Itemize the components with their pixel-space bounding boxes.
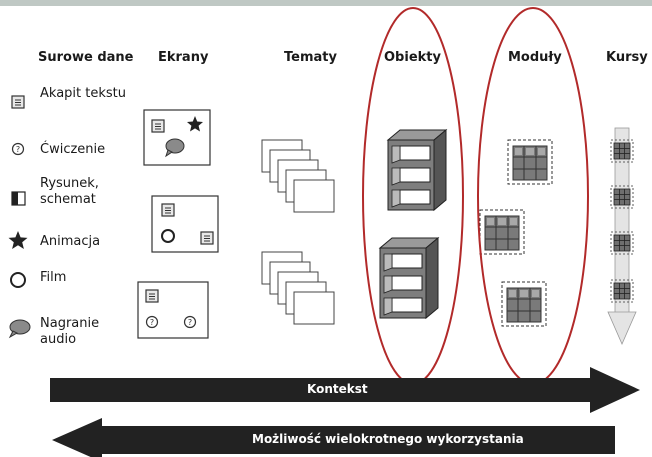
column-header-objects: Obiekty [384,50,441,65]
column-header-topics: Tematy [284,50,337,65]
screen-card-1 [143,109,211,166]
reusability-arrow [52,418,615,457]
legend-label-drawing: Rysunek, schemat [40,176,99,207]
object-shelf-1 [387,129,447,211]
column-header-screens: Ekrany [158,50,209,65]
topic-stack-1 [261,139,335,213]
exercise-icon [11,142,25,156]
course-block-4 [610,279,634,303]
drawing-icon [11,191,26,206]
top-band [0,0,652,6]
course-arrow [607,127,637,345]
module-block-2 [479,209,525,255]
film-circle-icon [10,272,26,288]
context-arrow [50,367,640,413]
speech-bubble-icon [8,319,31,339]
column-header-courses: Kursy [606,50,648,65]
reusability-arrow-label: Możliwość wielokrotnego wykorzystania [252,432,524,446]
module-block-3 [501,281,547,327]
highlight-ellipse-modules [477,7,589,385]
screen-card-3 [137,281,209,339]
column-header-raw-data: Surowe dane [38,50,134,65]
legend-label-exercise: Ćwiczenie [40,142,106,157]
object-shelf-2 [379,237,439,319]
legend-label-audio: Nagranie audio [40,316,100,347]
context-arrow-label: Kontekst [307,382,368,396]
course-block-2 [610,185,634,209]
text-paragraph-icon [11,95,25,109]
legend-label-animation: Animacja [40,234,101,249]
screen-card-2 [151,195,219,253]
topic-stack-2 [261,251,335,325]
legend-label-paragraph: Akapit tekstu [40,86,126,101]
course-block-3 [610,231,634,255]
course-block-1 [610,139,634,163]
legend-label-film: Film [40,270,67,285]
module-block-1 [507,139,553,185]
star-icon [8,231,28,249]
column-header-modules: Moduły [508,50,562,65]
